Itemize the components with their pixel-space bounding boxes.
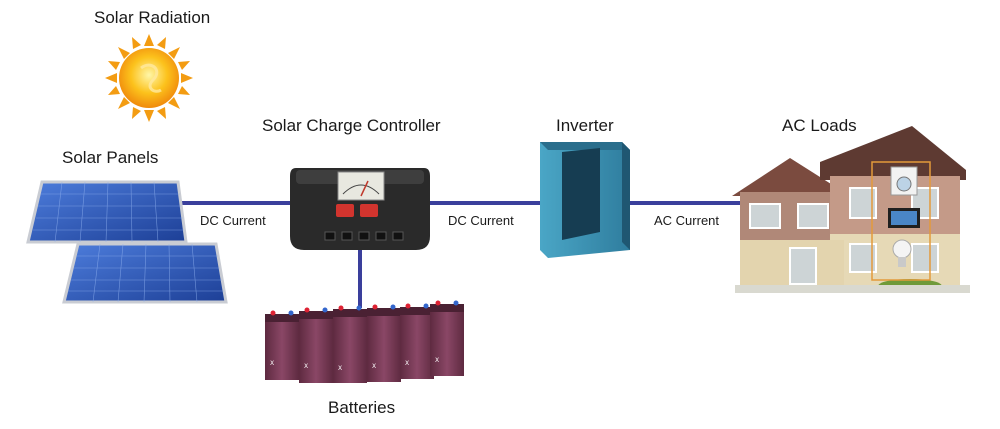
flow-label-dc-2: DC Current [445, 213, 517, 228]
battery: X [333, 305, 367, 383]
flow-label-dc-1: DC Current [197, 213, 269, 228]
label-batteries: Batteries [328, 398, 396, 417]
charge-controller-icon [290, 168, 430, 250]
battery: X [367, 304, 401, 382]
inverter-icon [540, 142, 630, 258]
label-solar-radiation: Solar Radiation [94, 8, 211, 27]
svg-text:X: X [372, 363, 376, 370]
connectors [180, 201, 745, 308]
battery: X [265, 310, 299, 380]
battery: X [430, 300, 464, 376]
house-icon [732, 126, 970, 293]
light-bulb-icon [892, 239, 912, 267]
washing-machine-icon [890, 166, 918, 196]
solar-panel-front [62, 242, 228, 304]
svg-text:X: X [304, 363, 308, 370]
svg-text:X: X [405, 360, 409, 367]
label-ac-loads: AC Loads [782, 116, 857, 135]
battery: X [299, 307, 333, 383]
svg-text:X: X [338, 365, 342, 372]
tv-icon [888, 208, 920, 228]
label-solar-panels: Solar Panels [62, 148, 159, 167]
label-charge-controller: Solar Charge Controller [262, 116, 441, 135]
flow-label-ac: AC Current [651, 213, 723, 228]
svg-text:X: X [435, 357, 439, 364]
sun-icon [105, 34, 193, 122]
solar-panel-back [26, 180, 188, 244]
ac-loads-highlight [871, 161, 931, 281]
battery: X [400, 303, 434, 379]
label-inverter: Inverter [556, 116, 614, 135]
solar-panels-icon [26, 180, 228, 304]
batteries-icon: X X X X X X [265, 300, 464, 383]
svg-text:X: X [270, 360, 274, 367]
